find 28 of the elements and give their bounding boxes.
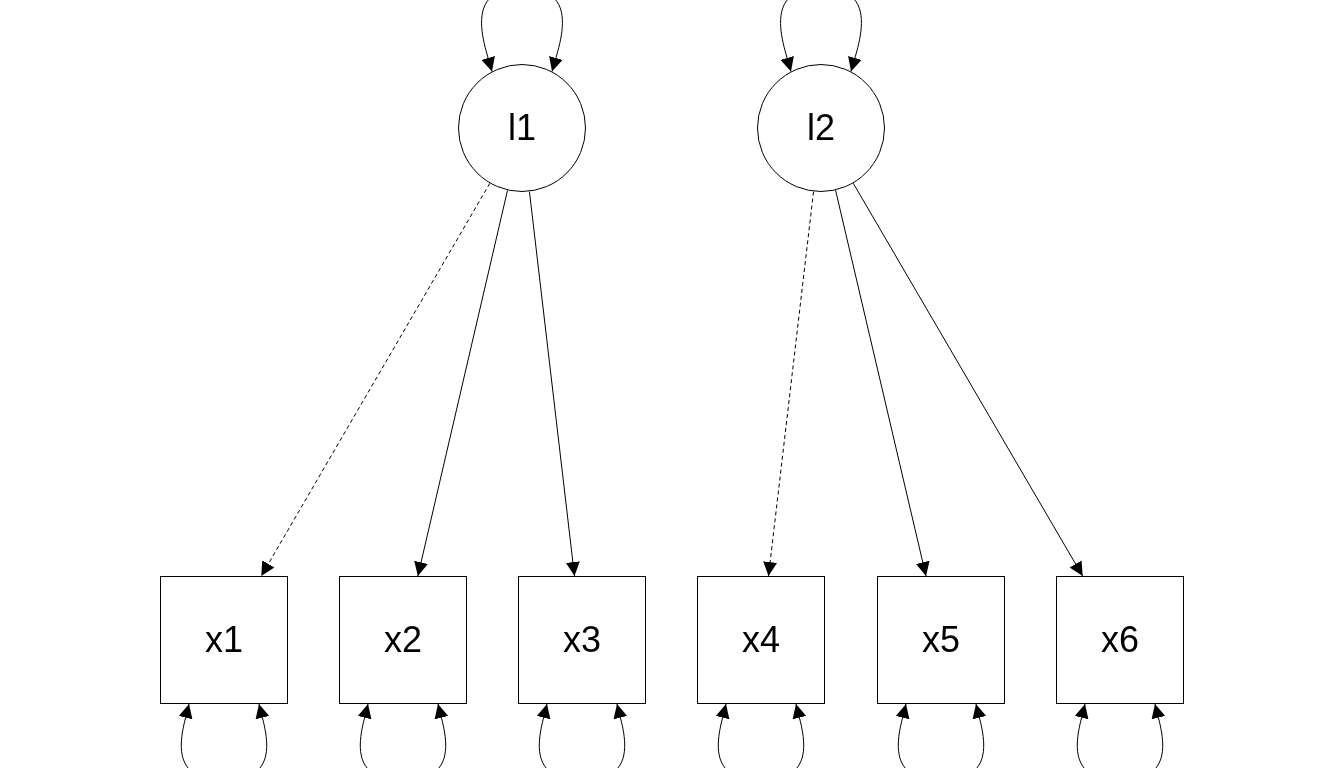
variable-label: x1 bbox=[205, 622, 243, 658]
variable-label: x6 bbox=[1101, 622, 1139, 658]
observed-variable-box bbox=[697, 576, 825, 704]
variable-label: l2 bbox=[807, 110, 835, 146]
observed-variable-box bbox=[877, 576, 1005, 704]
variance-loop-arrow bbox=[357, 703, 449, 768]
variance-loop-arrow bbox=[178, 703, 270, 768]
variance-loop-arrow bbox=[481, 0, 563, 72]
observed-variable-box bbox=[339, 576, 467, 704]
variable-label: x2 bbox=[384, 622, 422, 658]
variance-loop-arrow bbox=[1074, 703, 1166, 768]
variable-label: x3 bbox=[563, 622, 601, 658]
observed-variable-box bbox=[1056, 576, 1184, 704]
variance-loop-arrow bbox=[895, 703, 987, 768]
dashed-arrow bbox=[763, 191, 815, 577]
variable-label: l1 bbox=[508, 110, 536, 146]
arrow bbox=[414, 189, 508, 577]
arrow bbox=[852, 182, 1084, 577]
variance-loop-arrow bbox=[715, 703, 807, 768]
dashed-arrow bbox=[260, 182, 491, 577]
arrow bbox=[835, 189, 930, 577]
variable-label: x5 bbox=[922, 622, 960, 658]
variable-label: x4 bbox=[742, 622, 780, 658]
observed-variable-box bbox=[160, 576, 288, 704]
observed-variable-box bbox=[518, 576, 646, 704]
variance-loop-arrow bbox=[536, 703, 628, 768]
arrow bbox=[528, 191, 580, 577]
variance-loop-arrow bbox=[780, 0, 862, 72]
